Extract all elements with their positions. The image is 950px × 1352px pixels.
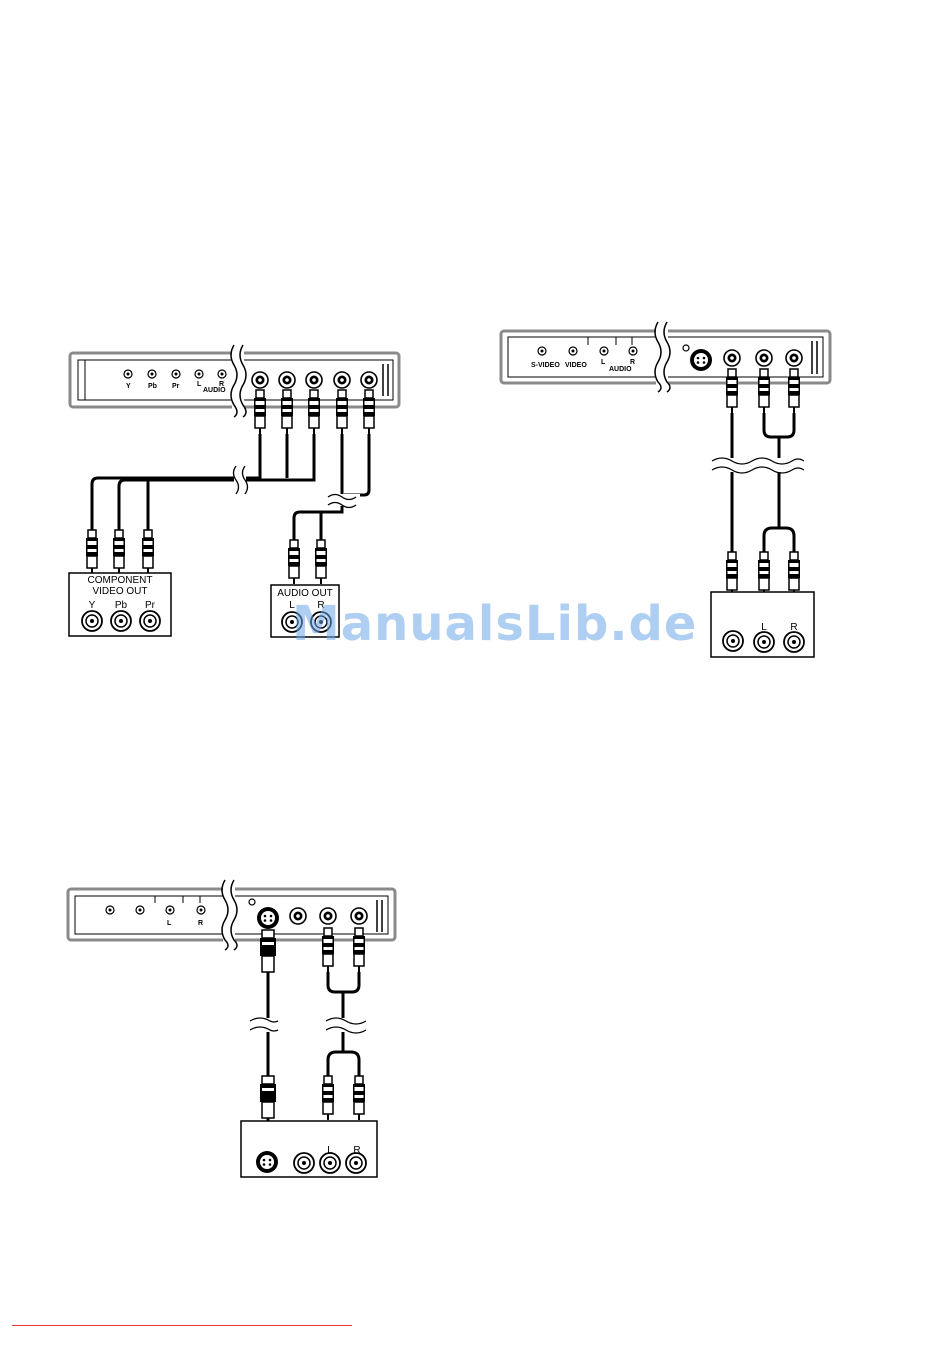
panel3-label-l: L [167, 920, 172, 927]
panel2-label-r: R [630, 359, 635, 366]
panel-label-l: L [197, 381, 202, 388]
tv-jack-pb [279, 372, 295, 388]
tv3-jack-audio-r [351, 908, 367, 924]
composite-jack-r [784, 632, 804, 652]
plug2-src-l [758, 552, 770, 596]
plug2-src-r [788, 552, 800, 596]
svideo-device-jack-r [346, 1153, 366, 1173]
component-title-2: VIDEO OUT [92, 586, 147, 597]
plug-tv-y [254, 390, 266, 434]
diagram-component-video: Y Pb Pr L R AUDIO [69, 345, 399, 637]
panel3-jack-video [136, 906, 144, 914]
plug3-tv-svideo [260, 930, 276, 978]
panel-jack-y [124, 370, 132, 378]
plug3-src-r [353, 1076, 365, 1120]
plug-tv-r [363, 390, 375, 434]
tv-jack-pr [306, 372, 322, 388]
tv2-jack-audio-r [786, 350, 802, 366]
panel-jack-l [195, 370, 203, 378]
panel3-jack-svideo [106, 906, 114, 914]
plug3-tv-r [353, 928, 365, 972]
tv2-jack-svideo [690, 349, 712, 371]
plug3-src-l [322, 1076, 334, 1120]
plug-tv-l [336, 390, 348, 434]
composite-cable [732, 413, 794, 552]
panel-label-y: Y [126, 383, 131, 390]
plug2-tv-video [726, 369, 738, 413]
plug-tv-pr [308, 390, 320, 434]
plug3-tv-l [322, 928, 334, 972]
diagram-svideo: L R L R [68, 880, 395, 1177]
panel2-jack-svideo [538, 347, 546, 355]
plug2-tv-l [758, 369, 770, 413]
panel2-jack-r [629, 347, 637, 355]
component-cable [92, 434, 314, 532]
plug2-src-video [726, 552, 738, 596]
plug-src-y [86, 530, 98, 574]
panel3-label-r: R [198, 920, 203, 927]
audio-cable [294, 434, 369, 540]
panel2-jack-video [569, 347, 577, 355]
plug-src-audio-r [315, 540, 327, 584]
component-jack-y [82, 611, 102, 631]
tv3-jack-video [290, 908, 306, 924]
plug-src-audio-l [288, 540, 300, 584]
panel-label-audio: AUDIO [203, 387, 226, 394]
plug-tv-pb [281, 390, 293, 434]
panel2-label-video: VIDEO [565, 362, 587, 369]
panel2-label-svideo: S-VIDEO [531, 362, 560, 369]
plug3-src-svideo [260, 1076, 276, 1124]
component-label-pb: Pb [115, 600, 128, 611]
component-jack-pr [140, 611, 160, 631]
panel2-jack-l [600, 347, 608, 355]
panel-label-pb: Pb [148, 383, 157, 390]
panel-jack-r [218, 370, 226, 378]
component-jack-pb [111, 611, 131, 631]
tv-jack-y [252, 372, 268, 388]
tv2-jack-video [724, 350, 740, 366]
plug-src-pr [142, 530, 154, 574]
svideo-device-jack-svideo [256, 1151, 278, 1173]
panel2-label-audio: AUDIO [609, 366, 632, 373]
tv3-jack-audio-l [320, 908, 336, 924]
composite-jack-l [754, 632, 774, 652]
panel3-jack-l [166, 906, 174, 914]
component-label-pr: Pr [145, 600, 156, 611]
plug-src-pb [113, 530, 125, 574]
watermark: ManualsLib.de [292, 596, 697, 652]
panel3-jack-r [197, 906, 205, 914]
tv-jack-audio-l [334, 372, 350, 388]
panel2-label-l: L [601, 359, 606, 366]
component-label-y: Y [89, 600, 96, 611]
tv-jack-audio-r [361, 372, 377, 388]
plug2-tv-r [788, 369, 800, 413]
composite-jack-video [723, 631, 743, 651]
tv2-jack-audio-l [756, 350, 772, 366]
svideo-device-jack-video [294, 1153, 314, 1173]
panel-label-pr: Pr [172, 383, 180, 390]
tv3-jack-svideo [257, 907, 279, 929]
footer-line [12, 1325, 352, 1326]
panel-jack-pr [172, 370, 180, 378]
svideo-device-jack-l [320, 1153, 340, 1173]
component-title-1: COMPONENT [88, 575, 153, 586]
panel-jack-pb [148, 370, 156, 378]
